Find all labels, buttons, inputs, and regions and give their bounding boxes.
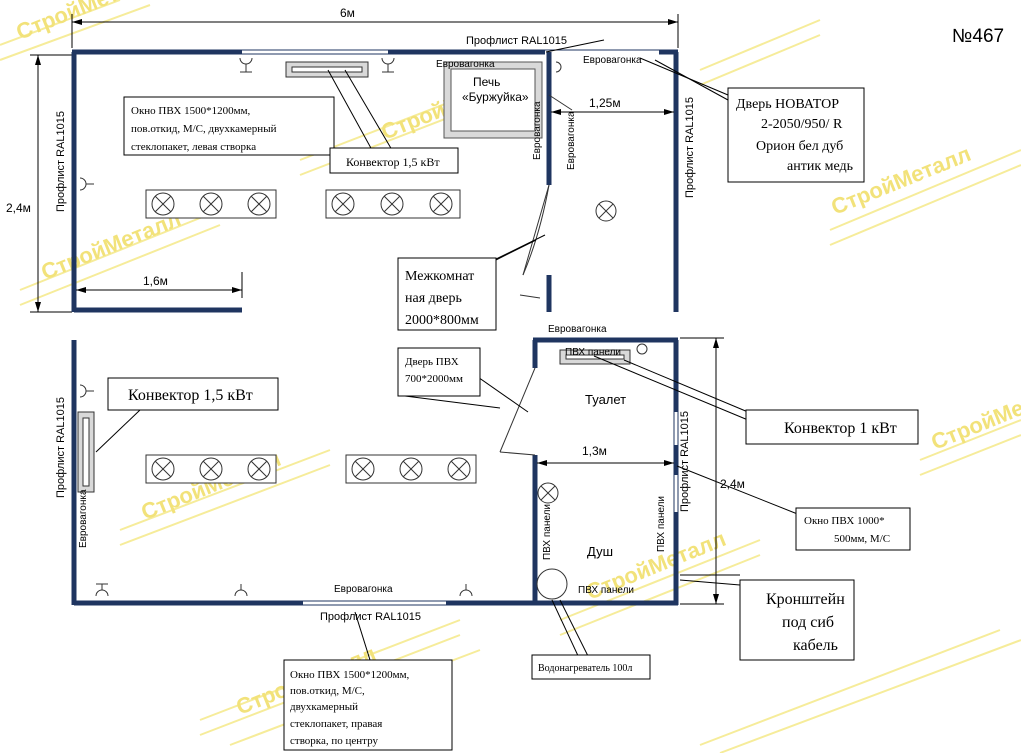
callout-line: кабель — [793, 637, 838, 654]
callout-convector-left: Конвектор 1,5 кВт — [107, 377, 279, 411]
callout-line: Конвектор 1,5 кВт — [346, 155, 440, 169]
label-evrovagonka-v2: Евровагонка — [566, 111, 577, 170]
label-evrovagonka-bottom: Евровагонка — [334, 584, 393, 595]
label-profnastil-left-lower: Профлист RAL1015 — [55, 397, 67, 498]
dimension-inner-16: 1,6м — [76, 272, 243, 298]
label-profnastil-right-lower: Профлист RAL1015 — [679, 411, 691, 512]
callout-water-heater: Водонагреватель 100л — [531, 654, 651, 680]
label-evrovagonka-left-lower: Евровагонка — [78, 489, 89, 548]
room-shower: Душ — [587, 544, 613, 559]
water-heater — [536, 568, 568, 600]
callout-line: Конвектор 1,5 кВт — [128, 387, 253, 404]
callout-convector-top: Конвектор 1,5 кВт — [329, 147, 459, 174]
callout-line: под сиб — [782, 614, 834, 631]
callout-line: Кронштейн — [766, 591, 845, 608]
callout-line: 500мм, М/С — [834, 533, 890, 545]
callout-line: Дверь ПВХ — [405, 356, 459, 368]
callout-interior-door: Межкомнат ная дверь 2000*800мм — [397, 257, 497, 331]
label-profnastil-top: Профлист RAL1015 — [466, 35, 567, 47]
dimension-label: 1,25м — [589, 96, 621, 110]
label-evrovagonka-top: Евровагонка — [436, 59, 495, 70]
callout-line: Межкомнат — [405, 269, 474, 284]
drawing-number: №467 — [952, 26, 1004, 47]
dimension-label: 6м — [340, 6, 355, 20]
dimension-inner-13: 1,3м — [537, 444, 674, 466]
callout-line: ная дверь — [405, 291, 462, 306]
callout-line: 700*2000мм — [405, 373, 463, 385]
label-pvh-paneli-v2: ПВХ панели — [656, 496, 667, 552]
dimension-toilet-height: 2,4м — [680, 337, 745, 605]
dimension-inner-125: 1,25м — [551, 96, 674, 115]
stove-label-1: Печь — [473, 75, 500, 89]
label-pvh-paneli-top: ПВХ панели — [565, 347, 621, 358]
callout-line: Конвектор 1 кВт — [784, 420, 897, 437]
watermark-text: СтройМеталл — [928, 376, 1021, 455]
callout-door-novator: Дверь НОВАТОР 2-2050/950/ R Орион бел ду… — [727, 87, 865, 183]
callout-line: Окно ПВХ 1500*1200мм, — [290, 669, 410, 681]
label-evrovagonka-mid: Евровагонка — [548, 324, 607, 335]
callout-convector-right: Конвектор 1 кВт — [745, 409, 919, 445]
leader-lines — [95, 39, 801, 661]
convector-top — [285, 61, 369, 78]
label-pvh-paneli-bottom: ПВХ панели — [578, 585, 634, 596]
window-openings — [242, 49, 679, 606]
callout-window-bottom: Окно ПВХ 1500*1200мм, пов.откид, М/С, дв… — [283, 659, 453, 751]
callout-line: 2000*800мм — [405, 313, 479, 328]
callout-line: пов.откид, М/С, двухкамерный — [131, 123, 277, 135]
callout-line: двухкамерный — [290, 701, 358, 713]
room-toilet: Туалет — [585, 392, 626, 407]
walls — [71, 49, 679, 606]
sockets — [79, 57, 648, 597]
convector-toilet — [559, 349, 631, 365]
callout-line: створка, по центру — [290, 735, 378, 747]
label-evrovagonka-v1: Евровагонка — [532, 101, 543, 160]
label-evrovagonka-top-right: Евровагонка — [583, 55, 642, 66]
doors — [499, 94, 573, 456]
dimension-total-width: 6м — [71, 6, 679, 48]
dimension-label: 1,6м — [143, 274, 168, 288]
callout-line: стеклопакет, левая створка — [131, 141, 256, 153]
callout-line: Дверь НОВАТОР — [736, 97, 839, 112]
stove: Печь «Буржуйка» — [443, 61, 543, 139]
callout-bracket: Кронштейн под сиб кабель — [739, 579, 855, 661]
callout-line: Окно ПВХ 1500*1200мм, — [131, 105, 251, 117]
dimension-label: 2,4м — [6, 201, 31, 215]
label-profnastil-left: Профлист RAL1015 — [55, 111, 67, 212]
callout-window-small: Окно ПВХ 1000* 500мм, М/С — [795, 507, 911, 551]
callout-line: антик медь — [787, 159, 853, 174]
label-profnastil-right: Профлист RAL1015 — [684, 97, 696, 198]
stove-label-2: «Буржуйка» — [462, 90, 529, 104]
callout-line: 2-2050/950/ R — [761, 117, 843, 132]
ceiling-lights — [145, 189, 617, 504]
convector-left — [77, 411, 95, 493]
label-pvh-paneli-v1: ПВХ панели — [542, 504, 553, 560]
dimension-label: 1,3м — [582, 444, 607, 458]
callout-line: пов.откид, М/С, — [290, 685, 365, 697]
callout-line: стеклопакет, правая — [290, 718, 382, 730]
dimension-room-height: 2,4м — [6, 54, 72, 313]
callout-line: Орион бел дуб — [756, 139, 843, 154]
callout-door-pvh: Дверь ПВХ 700*2000мм — [397, 347, 481, 397]
callout-window-top: Окно ПВХ 1500*1200мм, пов.откид, М/С, дв… — [123, 96, 335, 156]
label-profnastil-bottom: Профлист RAL1015 — [320, 611, 421, 623]
callout-line: Водонагреватель 100л — [538, 663, 632, 674]
dimension-label: 2,4м — [720, 477, 745, 491]
callout-line: Окно ПВХ 1000* — [804, 515, 885, 527]
